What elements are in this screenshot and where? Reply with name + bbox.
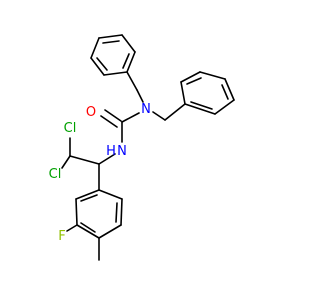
benzyl-ring-right [180,71,235,115]
bond-ring-f [66,224,78,232]
molecule-diagram: O N N H Cl Cl F [49,34,235,261]
bond-chcl2-cl-left [61,155,71,169]
bond-ch-chcl2 [69,155,100,165]
atom-chlorine-top: Cl [64,121,77,136]
benzyl-ring-top [90,34,136,76]
atom-nitrogen-amine: N [141,102,151,117]
bond-ch2-n [136,89,144,103]
bond-ch2-ring-right [164,103,186,121]
structure-svg: O N N H Cl Cl F [49,34,235,261]
bond-n-carbonyl [121,112,140,123]
atom-fluorine: F [58,229,65,244]
atom-nitrogen-h: H [106,144,116,159]
bond-nh-ch [98,153,116,165]
bond-ch2-top [126,71,138,91]
bond-co-2 [100,115,118,128]
atom-oxygen: O [86,105,96,120]
bond-co-1 [104,109,122,122]
bond-n-ch2-right [152,111,166,121]
fluoromethylphenyl-ring [75,189,123,239]
atom-chlorine-left: Cl [49,167,62,182]
atom-nitrogen-amide: N [117,144,127,159]
